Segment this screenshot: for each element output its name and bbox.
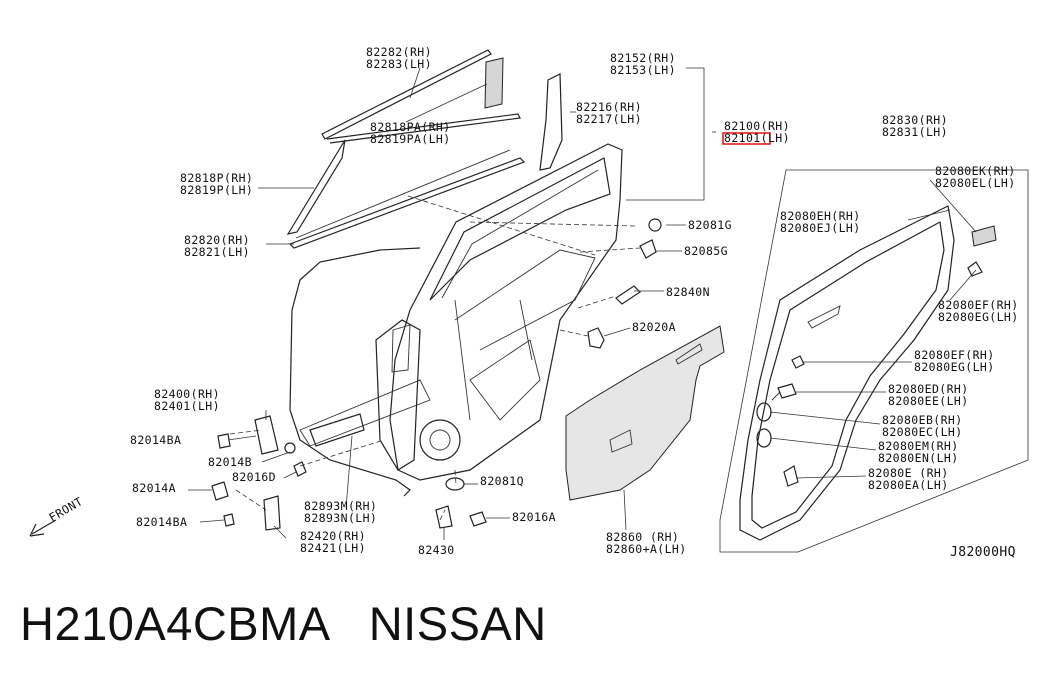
plug-82081Q-icon — [445, 477, 465, 491]
label-82080EA: 82080EA(LH) — [868, 478, 949, 492]
door-front-edge — [375, 319, 421, 471]
label-82152: 82152(RH) — [610, 51, 676, 65]
label-82860: 82860 (RH) — [606, 530, 679, 544]
clip-82080EF-b-icon — [791, 355, 805, 369]
label-82421: 82421(LH) — [300, 541, 366, 555]
label-82014BA-a: 82014BA — [130, 433, 181, 447]
door-panel-82100 — [389, 73, 623, 481]
label-82014A: 82014A — [132, 481, 176, 495]
seal-82893M — [309, 413, 365, 447]
label-82016D: 82016D — [232, 470, 276, 484]
hinge-82420 — [263, 495, 281, 531]
label-82080EJ: 82080EJ(LH) — [780, 221, 861, 235]
label-82080EL: 82080EL(LH) — [935, 176, 1016, 190]
clip-82080EK-icon — [971, 225, 997, 247]
label-82080EB: 82080EB(RH) — [882, 413, 963, 427]
label-82430: 82430 — [418, 543, 455, 557]
label-82085G: 82085G — [684, 244, 728, 258]
label-82818P: 82818P(RH) — [180, 171, 253, 185]
clip-82080EF-icon — [967, 261, 983, 277]
part-number-caption: H210A4CBMA NISSAN — [20, 597, 547, 650]
clip-82080ED-icon — [777, 383, 797, 399]
label-82101: 82101(LH) — [724, 131, 790, 145]
label-82893M: 82893M(RH) — [304, 499, 377, 513]
bolt-82014B-icon — [284, 442, 296, 454]
highlight-box — [722, 132, 771, 145]
bolt-82014A-icon — [211, 481, 229, 501]
clip-82080EM-icon — [756, 428, 772, 448]
label-82100: 82100(RH) — [724, 119, 790, 133]
clip-82080E-icon — [783, 465, 799, 487]
label-82831: 82831(LH) — [882, 125, 948, 139]
clip-82085G-icon — [639, 239, 657, 259]
label-82821: 82821(LH) — [184, 245, 250, 259]
plug-82840N-icon — [615, 285, 641, 305]
label-82420: 82420(RH) — [300, 529, 366, 543]
label-82217: 82217(LH) — [576, 112, 642, 126]
label-82080E: 82080E (RH) — [868, 466, 949, 480]
label-82819PA: 82819PA(LH) — [370, 132, 451, 146]
label-82080EH: 82080EH(RH) — [780, 209, 861, 223]
label-82080EM: 82080EM(RH) — [878, 439, 959, 453]
label-82818PA: 82818PA(RH) — [370, 120, 451, 134]
label-82080EG-a: 82080EG(LH) — [938, 310, 1019, 324]
bolt-82014BA-a-icon — [217, 433, 231, 449]
label-82820: 82820(RH) — [184, 233, 250, 247]
label-82080ED: 82080ED(RH) — [888, 382, 969, 396]
label-82893N: 82893N(LH) — [304, 511, 377, 525]
outer-skin — [289, 247, 421, 411]
label-82819P: 82819P(LH) — [180, 183, 253, 197]
label-82020A: 82020A — [632, 320, 676, 334]
stopper-82430-icon — [435, 505, 453, 529]
label-82400: 82400(RH) — [154, 387, 220, 401]
front-arrow-icon — [29, 519, 57, 537]
window-molding-82282 — [321, 49, 521, 144]
label-82860A: 82860+A(LH) — [606, 542, 687, 556]
glass-run-82820 — [288, 149, 526, 249]
label-82014B: 82014B — [208, 455, 252, 469]
label-82283: 82283(LH) — [366, 57, 432, 71]
seal-82818PA — [484, 57, 504, 109]
label-82080EG-b: 82080EG(LH) — [914, 360, 995, 374]
label-82081Q: 82081Q — [480, 474, 524, 488]
label-82216: 82216(RH) — [576, 100, 642, 114]
label-82080EE: 82080EE(LH) — [888, 394, 969, 408]
bolt-82016D-icon — [293, 461, 307, 477]
outer-skin-lower — [289, 409, 411, 497]
label-82080EN: 82080EN(LH) — [878, 451, 959, 465]
sash-cover-82818P — [286, 139, 346, 235]
bolt-82016A-icon — [469, 511, 487, 527]
clip-82081G-icon — [648, 218, 662, 232]
label-82830: 82830(RH) — [882, 113, 948, 127]
label-82081G: 82081G — [688, 218, 732, 232]
front-label: FRONT — [47, 494, 86, 524]
label-82401: 82401(LH) — [154, 399, 220, 413]
weatherstrip-group-box — [719, 169, 1029, 553]
diagram-code: J82000HQ — [950, 545, 1016, 560]
hinge-82400 — [254, 415, 279, 455]
label-82080EK: 82080EK(RH) — [935, 164, 1016, 178]
label-82080EF-b: 82080EF(RH) — [914, 348, 995, 362]
label-82080EC: 82080EC(LH) — [882, 425, 963, 439]
bolt-82014BA-b-icon — [223, 513, 235, 527]
label-82840N: 82840N — [666, 285, 710, 299]
label-82153: 82153(LH) — [610, 63, 676, 77]
label-82080EF-a: 82080EF(RH) — [938, 298, 1019, 312]
label-82016A: 82016A — [512, 510, 556, 524]
labels: 82282(RH) 82283(LH) 82818PA(RH) 82819PA(… — [47, 45, 1019, 560]
lower-molding — [299, 379, 431, 447]
trim-board-82860 — [565, 325, 725, 501]
label-82014BA-b: 82014BA — [136, 515, 187, 529]
label-82282: 82282(RH) — [366, 45, 432, 59]
bolt-82020A-icon — [587, 327, 605, 349]
